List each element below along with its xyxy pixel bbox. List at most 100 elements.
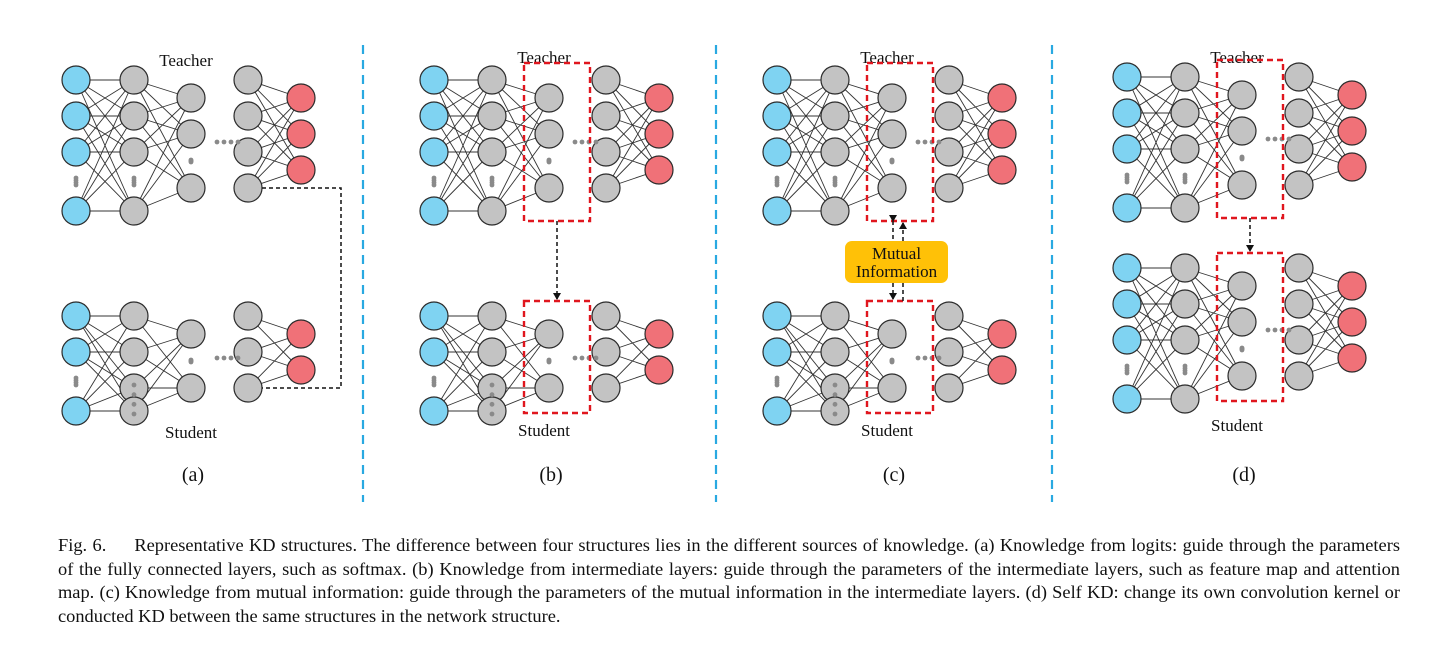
neural-network xyxy=(762,301,1017,426)
connection xyxy=(834,315,893,389)
ellipsis-dot xyxy=(579,139,585,145)
hidden-node xyxy=(1227,271,1257,301)
hidden-node xyxy=(1227,80,1257,110)
ellipsis-dot xyxy=(1124,370,1130,376)
connection xyxy=(1126,112,1186,209)
ellipsis-dot xyxy=(774,182,780,188)
ellipsis-dot xyxy=(235,355,241,361)
neural-network xyxy=(61,301,316,426)
output-node xyxy=(644,119,674,149)
ellipsis-dot xyxy=(572,139,578,145)
hidden-node xyxy=(477,137,507,167)
hidden-node xyxy=(1284,98,1314,128)
ellipsis-horizontal xyxy=(915,355,942,361)
hidden-node xyxy=(119,65,149,95)
connection xyxy=(834,133,893,212)
ellipsis-dot xyxy=(915,355,921,361)
hidden-node xyxy=(119,301,149,331)
output-node xyxy=(286,319,316,349)
hidden-node xyxy=(820,137,850,167)
ellipsis-dot xyxy=(489,392,495,398)
connection xyxy=(133,315,192,389)
ellipsis-dot xyxy=(1286,136,1292,142)
hidden-node xyxy=(820,65,850,95)
hidden-node xyxy=(1284,170,1314,200)
hidden-node xyxy=(1170,134,1200,164)
input-node xyxy=(762,137,792,167)
ellipsis-dot xyxy=(228,139,234,145)
ellipsis-dot xyxy=(131,182,137,188)
connection xyxy=(1126,76,1186,209)
hidden-node xyxy=(119,196,149,226)
output-node xyxy=(644,355,674,385)
ellipsis-dot xyxy=(214,355,220,361)
neural-network xyxy=(61,65,316,226)
hidden-node xyxy=(119,137,149,167)
hidden-node xyxy=(119,337,149,367)
hidden-node xyxy=(233,301,263,331)
ellipsis-dot xyxy=(832,392,838,398)
ellipsis-dot xyxy=(832,401,838,407)
connection xyxy=(433,79,493,212)
panel-subcaption: (b) xyxy=(539,464,562,486)
hidden-node xyxy=(934,101,964,131)
student-label: Student xyxy=(861,421,913,440)
hidden-node xyxy=(1227,307,1257,337)
hidden-node xyxy=(820,396,850,426)
ellipsis-vertical xyxy=(774,175,780,188)
ellipsis-horizontal xyxy=(1265,327,1292,333)
hidden-node xyxy=(820,196,850,226)
panel-subcaption: (a) xyxy=(182,464,204,486)
input-node xyxy=(419,301,449,331)
hidden-node xyxy=(877,119,907,149)
ellipsis-dot xyxy=(1239,347,1245,353)
hidden-node xyxy=(233,101,263,131)
output-node xyxy=(1337,152,1367,182)
ellipsis-dot xyxy=(936,139,942,145)
ellipsis-vertical xyxy=(188,157,194,165)
ellipsis-dot xyxy=(431,382,437,388)
ellipsis-dot xyxy=(1182,179,1188,185)
neural-network xyxy=(1112,253,1367,414)
connection xyxy=(433,315,493,412)
figure-caption: Fig. 6.Representative KD structures. The… xyxy=(58,534,1400,628)
connection xyxy=(776,315,836,412)
ellipsis-vertical xyxy=(1182,172,1188,185)
student-highlight-box xyxy=(1215,251,1285,403)
input-node xyxy=(1112,289,1142,319)
hidden-node xyxy=(1284,289,1314,319)
connection xyxy=(1184,112,1243,186)
ellipsis-dot xyxy=(572,355,578,361)
ellipsis-vertical xyxy=(431,175,437,188)
hidden-node xyxy=(877,83,907,113)
connection xyxy=(834,97,893,212)
input-node xyxy=(762,301,792,331)
connection xyxy=(491,79,550,189)
ellipsis-vertical xyxy=(832,382,838,417)
ellipsis-vertical xyxy=(489,175,495,188)
ellipsis-horizontal xyxy=(1265,136,1292,142)
connection xyxy=(1126,267,1186,400)
connection xyxy=(1126,76,1186,150)
output-node xyxy=(1337,80,1367,110)
connection xyxy=(247,97,302,189)
connection xyxy=(1184,267,1243,377)
ellipsis-vertical xyxy=(188,357,194,365)
teacher-label: Teacher xyxy=(1210,48,1264,67)
hidden-node xyxy=(934,65,964,95)
ellipsis-dot xyxy=(922,139,928,145)
hidden-node xyxy=(591,373,621,403)
hidden-node xyxy=(477,301,507,331)
teacher-highlight-box xyxy=(1215,58,1285,220)
hidden-node xyxy=(477,396,507,426)
hidden-node xyxy=(233,337,263,367)
output-node xyxy=(1337,271,1367,301)
ellipsis-vertical xyxy=(774,375,780,388)
hidden-node xyxy=(534,83,564,113)
input-node xyxy=(61,101,91,131)
ellipsis-dot xyxy=(131,411,137,417)
output-node xyxy=(987,319,1017,349)
